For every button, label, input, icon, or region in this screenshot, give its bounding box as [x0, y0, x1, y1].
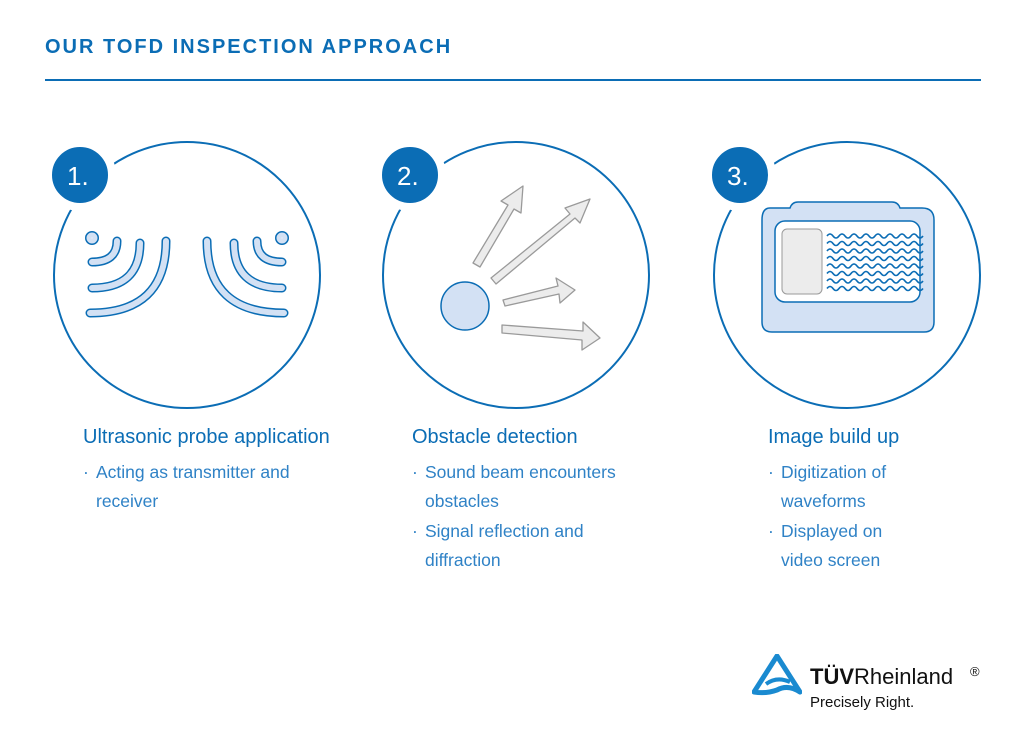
waveform-line [826, 233, 924, 239]
step-3-text: Image build up Digitization of waveforms… [768, 424, 1024, 576]
waveform-line [826, 240, 924, 247]
waveform-line [826, 263, 924, 269]
arrow-icon [490, 198, 591, 285]
waveform-line [826, 285, 924, 292]
step-3-title: Image build up [768, 426, 900, 448]
obstacle-reflection-icon [440, 185, 601, 351]
step-1-bullet: Acting as transmitter and receiver [83, 458, 296, 516]
ultrasonic-waves-icon [85, 231, 289, 318]
step-1-text: Ultrasonic probe application Acting as t… [83, 424, 343, 517]
step-2-number: 2. [397, 161, 419, 191]
title-divider [45, 79, 981, 81]
arrow-icon [502, 277, 576, 307]
waveform-line [826, 278, 924, 284]
step-3-bullet: Digitization of waveforms [768, 458, 911, 516]
step-2-badge [374, 139, 446, 211]
step-2-bullet: Sound beam encounters obstacles [412, 458, 645, 516]
step-1-number: 1. [67, 161, 89, 191]
step-2-text: Obstacle detection Sound beam encounters… [412, 424, 672, 576]
step-2-bullet: Signal reflection and diffraction [412, 517, 625, 575]
registered-mark: ® [970, 664, 980, 679]
waveform-line [826, 270, 924, 277]
obstacle-shape [440, 281, 490, 331]
page-title: OUR TOFD INSPECTION APPROACH [45, 36, 453, 58]
brand-slogan: Precisely Right. [810, 694, 915, 711]
waveform-line [826, 248, 924, 254]
video-screen-waveform-icon [761, 201, 935, 333]
waveform-line [826, 255, 924, 262]
tuv-logo-icon [752, 654, 802, 696]
step-1-title: Ultrasonic probe application [83, 426, 330, 448]
step-3-number: 3. [727, 161, 749, 191]
step-2-title: Obstacle detection [412, 426, 578, 448]
arrow-icon [501, 321, 601, 351]
step-3-badge [704, 139, 776, 211]
step-3-bullet: Displayed on video screen [768, 517, 911, 575]
step-1-badge [44, 139, 116, 211]
arrow-icon [472, 185, 524, 268]
brand-name: TÜVRheinland [810, 664, 954, 689]
step-1-circle [53, 141, 321, 409]
